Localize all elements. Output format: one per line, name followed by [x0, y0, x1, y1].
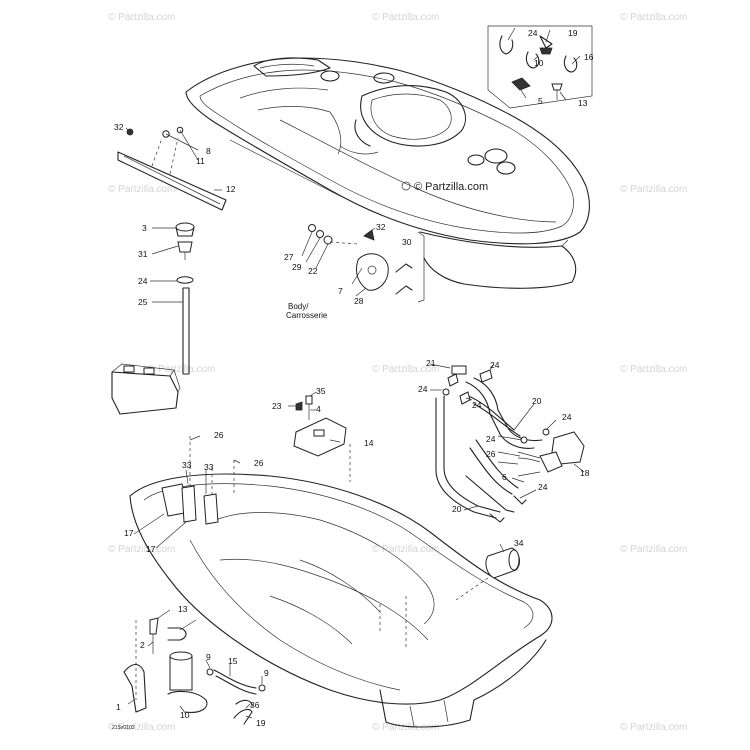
main-watermark: © Partzilla.com — [401, 181, 488, 193]
inset-fasteners — [487, 25, 593, 109]
callout-33: 33 — [182, 460, 192, 470]
callout-14: 14 — [364, 438, 374, 448]
callout-24: 24 — [490, 360, 500, 370]
callout-24: 24 — [138, 276, 148, 286]
callout-26: 26 — [486, 449, 496, 459]
callout-32: 32 — [376, 222, 386, 232]
watermark: © Partzilla.com — [372, 12, 439, 23]
callout-13: 13 — [178, 604, 188, 614]
callout-9: 9 — [206, 652, 211, 662]
callouts: 24 19 16 10 5 13 32 8 11 12 3 31 24 25 3… — [112, 28, 594, 731]
callout-17: 17 — [146, 544, 156, 554]
callout-27: 27 — [284, 252, 294, 262]
callout-30: 30 — [402, 237, 412, 247]
bottom-left-parts — [123, 617, 266, 725]
callout-20: 20 — [532, 396, 542, 406]
callout-18: 18 — [580, 468, 590, 478]
callout-2: 2 — [140, 640, 145, 650]
callout-19: 19 — [256, 718, 266, 728]
callout-26: 26 — [254, 458, 264, 468]
leader-lines — [125, 27, 585, 719]
hose-assembly — [435, 365, 585, 523]
callout-28: 28 — [354, 296, 364, 306]
callout-17: 17 — [124, 528, 134, 538]
callout-26: 26 — [214, 430, 224, 440]
callout-6: 6 — [502, 472, 507, 482]
callout-32: 32 — [114, 122, 124, 132]
callout-8: 8 — [206, 146, 211, 156]
callout-29: 29 — [292, 262, 302, 272]
callout-24: 24 — [528, 28, 538, 38]
callout-24: 24 — [472, 400, 482, 410]
watermark: © Partzilla.com — [108, 544, 175, 555]
callout-7: 7 — [338, 286, 343, 296]
watermark: © Partzilla.com — [620, 184, 687, 195]
watermark-pattern: © Partzilla.com © Partzilla.com © Partzi… — [108, 12, 687, 733]
top-deck-body — [185, 57, 590, 289]
callout-16: 16 — [584, 52, 594, 62]
callout-11: 11 — [196, 156, 205, 166]
callout-25: 25 — [138, 297, 148, 307]
callout-5: 5 — [538, 96, 543, 106]
watermark: © Partzilla.com — [372, 364, 439, 375]
callout-12: 12 — [226, 184, 236, 194]
callout-19: 19 — [568, 28, 578, 38]
watermark: © Partzilla.com — [108, 184, 175, 195]
callout-34: 34 — [514, 538, 524, 548]
cover-plate — [293, 395, 347, 457]
watermark: © Partzilla.com — [372, 544, 439, 555]
callout-13: 13 — [578, 98, 588, 108]
callout-31: 31 — [138, 249, 148, 259]
watermark: © Partzilla.com — [620, 722, 687, 733]
callout-10: 10 — [534, 58, 544, 68]
watermark: © Partzilla.com — [148, 364, 215, 375]
bottom-hull — [129, 436, 553, 728]
watermark: © Partzilla.com — [620, 364, 687, 375]
center-mount — [308, 224, 425, 303]
rail-strip — [117, 126, 227, 211]
watermark: © Partzilla.com — [372, 722, 439, 733]
watermark: © Partzilla.com — [620, 12, 687, 23]
callout-10: 10 — [180, 710, 190, 720]
callout-9: 9 — [264, 668, 269, 678]
callout-36: 36 — [250, 700, 260, 710]
callout-15: 15 — [228, 656, 238, 666]
callout-35: 35 — [316, 386, 326, 396]
callout-33: 33 — [204, 462, 214, 472]
battery-stack — [111, 222, 195, 415]
body-label-line1: Body/ — [288, 302, 309, 311]
callout-4: 4 — [316, 404, 321, 414]
callout-20: 20 — [452, 504, 462, 514]
callout-1: 1 — [116, 702, 121, 712]
callout-3: 3 — [142, 223, 147, 233]
drawing-code: 21Sx0103 — [112, 725, 135, 731]
body-label-line2: Carrosserie — [286, 311, 328, 320]
watermark: © Partzilla.com — [108, 12, 175, 23]
watermark: © Partzilla.com — [620, 544, 687, 555]
callout-24: 24 — [538, 482, 548, 492]
callout-24: 24 — [418, 384, 428, 394]
callout-24: 24 — [486, 434, 496, 444]
callout-22: 22 — [308, 266, 318, 276]
callout-24: 24 — [562, 412, 572, 422]
callout-23: 23 — [272, 401, 282, 411]
watermark-main: © Partzilla.com — [414, 181, 488, 193]
callout-21: 21 — [426, 358, 436, 368]
watermark: © Partzilla.com — [108, 722, 175, 733]
